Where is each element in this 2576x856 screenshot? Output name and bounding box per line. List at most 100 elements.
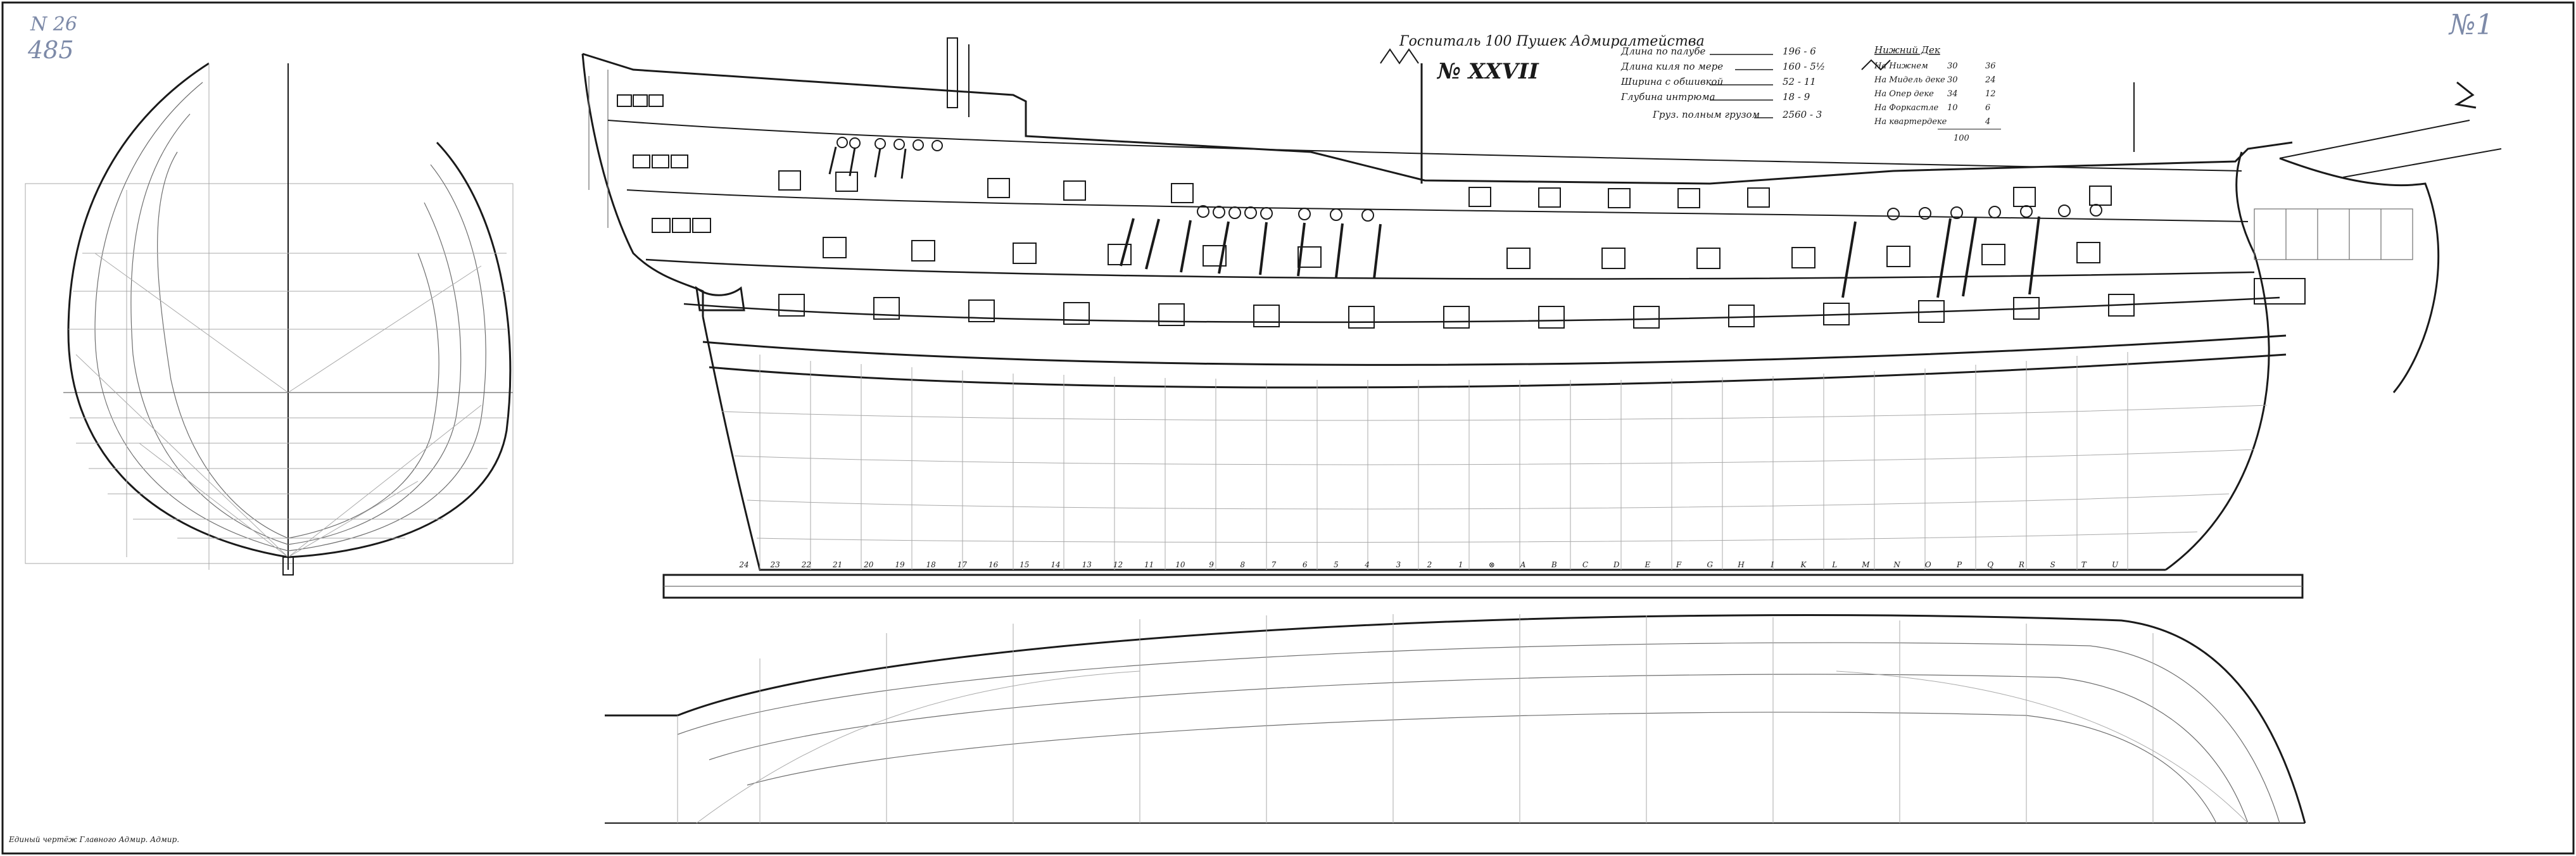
arm-a-2: 30 xyxy=(1947,75,1958,85)
hull-bottom-profile xyxy=(702,316,2166,571)
dim-label-5: Груз. полным грузом xyxy=(1652,109,1760,120)
station-mark: L xyxy=(1831,560,1837,569)
station-mark: 22 xyxy=(801,560,811,569)
station-mark: 18 xyxy=(926,560,937,569)
dim-value-3: 52 - 11 xyxy=(1783,76,1816,87)
station-mark: ⊗ xyxy=(1489,560,1495,569)
catalog-number-note: 485 xyxy=(27,36,74,64)
station-mark: 11 xyxy=(1144,560,1154,569)
station-mark: 23 xyxy=(770,560,781,569)
station-mark: U xyxy=(2112,560,2119,569)
station-mark: 21 xyxy=(832,560,842,569)
title-caption: Госпиталь 100 Пушек Адмиралтейства xyxy=(1399,34,1705,49)
station-mark: 9 xyxy=(1209,560,1214,569)
sheer-plan xyxy=(581,37,2502,599)
arm-label-2: На Мидель деке xyxy=(1874,75,1945,85)
station-mark: B xyxy=(1551,560,1557,569)
station-mark: C xyxy=(1582,560,1588,569)
drawing-number: № XXVII xyxy=(1436,59,1539,84)
dim-label-3: Ширина с обшивкой xyxy=(1620,76,1723,87)
station-mark: 8 xyxy=(1240,560,1245,569)
main-wale xyxy=(709,353,2287,389)
station-mark: N xyxy=(1893,560,1900,569)
station-mark: 10 xyxy=(1175,560,1185,569)
arm-a-1: 30 xyxy=(1947,61,1958,71)
keel-section xyxy=(282,557,294,576)
station-mark: 19 xyxy=(895,560,905,569)
arm-b-4: 6 xyxy=(1985,103,1990,113)
midship-section-left xyxy=(67,62,289,558)
station-mark: Q xyxy=(1987,560,1993,569)
station-mark: 13 xyxy=(1082,560,1092,569)
body-plan-frame xyxy=(25,183,514,564)
station-mark: E xyxy=(1645,560,1651,569)
station-mark: F xyxy=(1676,560,1682,569)
armament-total: 100 xyxy=(1954,134,1969,143)
dim-value-5: 2560 - 3 xyxy=(1782,109,1822,120)
station-mark: 5 xyxy=(1334,560,1339,569)
station-mark: 17 xyxy=(957,560,968,569)
midship-section-right xyxy=(287,141,512,558)
arm-label-3: На Опер деке xyxy=(1874,89,1934,99)
station-mark: 4 xyxy=(1364,560,1370,569)
beakhead-rail xyxy=(2254,208,2413,260)
station-mark: 1 xyxy=(1458,560,1463,569)
station-mark: I xyxy=(1770,560,1774,569)
station-mark: 2 xyxy=(1427,560,1432,569)
station-mark: 7 xyxy=(1272,560,1277,569)
station-mark: D xyxy=(1613,560,1620,569)
station-mark: H xyxy=(1737,560,1745,569)
station-mark: O xyxy=(1925,560,1931,569)
gunports-upper xyxy=(778,170,2112,208)
arm-b-5: 4 xyxy=(1985,117,1990,127)
station-mark: 24 xyxy=(738,560,748,569)
station-mark: 14 xyxy=(1051,560,1060,569)
station-mark: M xyxy=(1861,560,1870,569)
station-mark: 3 xyxy=(1396,560,1401,569)
frame-lines xyxy=(721,352,2268,570)
arm-label-4: На Форкастле xyxy=(1874,103,1939,113)
armament-table: Нижний Дек На Нижнем 30 36 На Мидель дек… xyxy=(1874,44,2001,143)
gunports-lower xyxy=(778,294,2135,329)
arm-label-5: На квартердеке xyxy=(1874,117,1947,127)
arm-a-4: 10 xyxy=(1947,103,1958,113)
dim-label-4: Глубина интрюма xyxy=(1620,91,1715,103)
station-mark: G xyxy=(1707,560,1714,569)
station-mark: 12 xyxy=(1113,560,1123,569)
bow-outline xyxy=(2165,151,2270,571)
station-mark: S xyxy=(2050,560,2055,569)
dim-label-2: Длина киля по мере xyxy=(1620,61,1723,72)
station-mark: K xyxy=(1800,560,1807,569)
deadeyes-mizzen xyxy=(828,137,943,179)
stern-outline xyxy=(582,53,2293,185)
title-block: Госпиталь 100 Пушек Адмиралтейства № XXV… xyxy=(1399,34,1705,84)
arm-b-3: 12 xyxy=(1985,89,1996,99)
deadeyes-fore xyxy=(1841,204,2102,298)
bottom-caption: Единый чертёж Главного Адмир. Адмир. xyxy=(8,835,179,844)
station-mark: 15 xyxy=(1020,560,1029,569)
arm-b-1: 36 xyxy=(1985,61,1996,71)
gunports-middle xyxy=(823,237,2100,269)
dim-value-4: 18 - 9 xyxy=(1783,91,1810,103)
body-plan xyxy=(25,62,514,576)
dim-value-2: 160 - 5½ xyxy=(1783,61,1825,72)
station-mark: 20 xyxy=(863,560,874,569)
armament-header: Нижний Дек xyxy=(1874,44,1940,56)
half-breadth-outline xyxy=(605,614,2306,824)
chimney-stump xyxy=(947,37,958,108)
arm-b-2: 24 xyxy=(1985,75,1996,85)
dim-label-1: Длина по палубе xyxy=(1620,46,1705,57)
station-mark: T xyxy=(2081,560,2087,569)
catalog-note-top: N 26 xyxy=(30,13,77,35)
deadeyes-main xyxy=(1120,205,1382,279)
station-mark: A xyxy=(1520,560,1526,569)
station-mark: 16 xyxy=(988,560,999,569)
half-breadth-plan xyxy=(605,614,2306,824)
arm-a-3: 34 xyxy=(1947,89,1958,99)
station-mark: 6 xyxy=(1303,560,1308,569)
sheet-number: №1 xyxy=(2448,9,2494,41)
dimensions-table: Длина по палубе 196 - 6 Длина киля по ме… xyxy=(1620,46,1825,120)
